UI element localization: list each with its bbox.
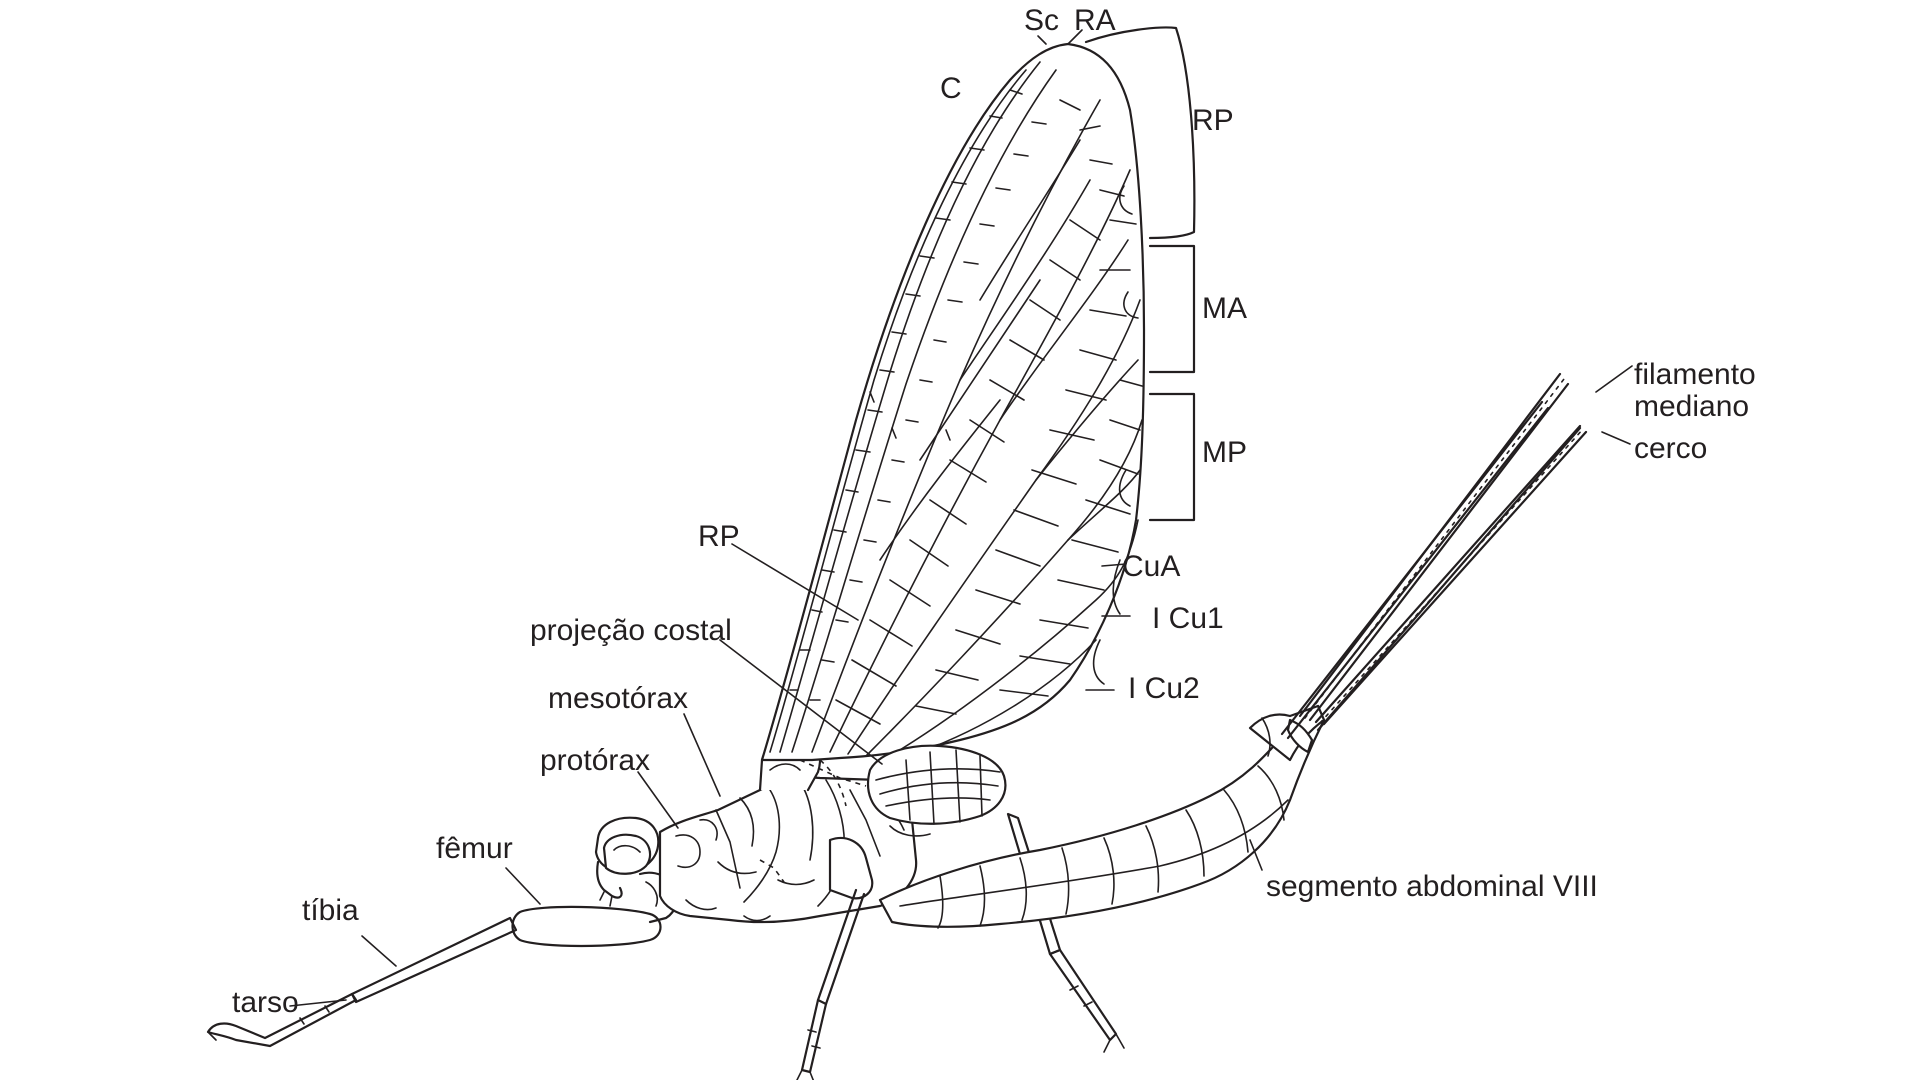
label-ra: RA — [1074, 4, 1116, 37]
label-sc: Sc — [1024, 4, 1059, 37]
labels: Sc RA C RP MA MP RP CuA I Cu1 I Cu2 proj… — [232, 4, 1756, 1019]
label-projecao-costal: projeção costal — [530, 614, 732, 647]
tail-filaments — [1280, 372, 1588, 740]
label-segmento-abdominal: segmento abdominal VIII — [1266, 870, 1598, 903]
label-rp-top: RP — [1192, 104, 1234, 137]
head — [594, 816, 679, 924]
label-protorax: protórax — [540, 744, 650, 777]
label-filamento: filamento — [1634, 358, 1756, 391]
label-cerco: cerco — [1634, 432, 1707, 465]
label-tibia: tíbia — [302, 894, 359, 927]
label-icu2: I Cu2 — [1128, 672, 1200, 705]
middle-leg — [796, 836, 874, 1080]
front-leg — [206, 905, 662, 1048]
label-rp-mid: RP — [698, 520, 740, 553]
label-mp: MP — [1202, 436, 1247, 469]
hindwing — [866, 744, 1007, 837]
label-c: C — [940, 72, 962, 105]
label-femur: fêmur — [436, 832, 513, 865]
label-mediano: mediano — [1634, 390, 1749, 423]
label-cua: CuA — [1122, 550, 1180, 583]
forewing — [760, 42, 1146, 762]
label-icu1: I Cu1 — [1152, 602, 1224, 635]
label-ma: MA — [1202, 292, 1247, 325]
leader-lines — [289, 26, 1633, 1007]
label-mesotorax: mesotórax — [548, 682, 688, 715]
abdomen — [878, 704, 1326, 929]
label-tarso: tarso — [232, 986, 299, 1019]
